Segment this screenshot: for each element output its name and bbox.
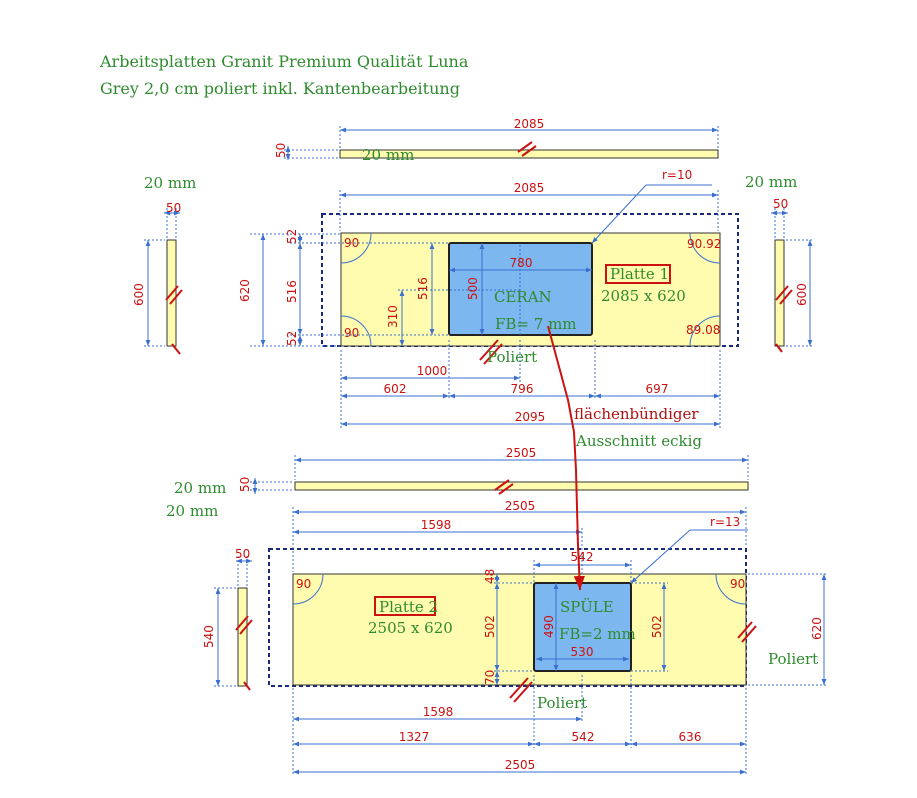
p1-left: 602 (384, 382, 407, 396)
p2-to-center-b: 1598 (423, 705, 454, 719)
p1-corner-bl: 90 (344, 326, 359, 340)
p1-side-right-w: 50 (773, 197, 788, 211)
p1-side-left-h: 600 (132, 283, 146, 306)
p1-total: 2095 (515, 410, 546, 424)
plate2-frame (268, 548, 747, 687)
p1-right: 697 (646, 382, 669, 396)
p2-total: 2505 (505, 758, 536, 772)
note-line-2: Ausschnitt eckig (575, 432, 702, 450)
p2-side-w: 50 (235, 547, 250, 561)
p2-depth: 620 (810, 617, 824, 640)
p1-cut-w: 780 (510, 256, 533, 270)
p2-cutout-name: SPÜLE (560, 598, 614, 616)
p2-cut-h-right: 502 (650, 615, 664, 638)
p2-side-h: 540 (202, 625, 216, 648)
title-line-2: Grey 2,0 cm poliert inkl. Kantenbearbeit… (100, 79, 460, 98)
p1-inner: 516 (285, 280, 299, 303)
p2-thickness-label: 20 mm (174, 479, 226, 497)
p2-cut-span: 542 (572, 730, 595, 744)
p2-cut-inner: 490 (542, 615, 556, 638)
p1-dim-width: 2085 (514, 181, 545, 195)
plate2-slab (292, 573, 747, 686)
p1-bottom-gap: 52 (285, 331, 299, 346)
plate1-side-right (774, 239, 785, 347)
p2-dim-width: 2505 (505, 499, 536, 513)
connector-arrow (547, 325, 585, 591)
plate2-edge-strip (294, 481, 749, 491)
p1-top-gap: 52 (285, 229, 299, 244)
plate1-label-box (605, 264, 671, 284)
p1-polish: Poliert (487, 348, 537, 366)
p1-cut-h: 500 (466, 277, 480, 300)
p2-polish-right: Poliert (768, 650, 818, 668)
plate2-side (237, 587, 248, 687)
p1-cut-span: 796 (511, 382, 534, 396)
p2-size: 2505 x 620 (368, 619, 453, 637)
p1-cut-depth: 516 (416, 277, 430, 300)
p1-cutout-fb: FB= 7 mm (495, 315, 577, 333)
p2-cut-h: 502 (483, 615, 497, 638)
title-line-1: Arbeitsplatten Granit Premium Qualität L… (100, 52, 469, 71)
note-line-1: flächenbündiger (574, 405, 699, 423)
p1-side-left-w: 50 (166, 201, 181, 215)
p2-right: 636 (679, 730, 702, 744)
p1-radius: r=10 (662, 168, 692, 182)
p2-name: Platte 2 (379, 598, 438, 616)
p1-dim-edge-height: 50 (274, 143, 288, 158)
p1-cutout-name: CERAN (494, 288, 552, 306)
p2-to-center: 1598 (421, 518, 452, 532)
p1-thickness-label: 20 mm (362, 146, 414, 164)
p2-top-gap: 48 (483, 569, 497, 584)
p1-depth: 620 (238, 279, 252, 302)
p2-dim-top-width: 2505 (506, 446, 537, 460)
p1-to-center: 1000 (417, 364, 448, 378)
p2-bottom-gap: 70 (483, 670, 497, 685)
break-marks (165, 141, 793, 703)
p1-side-right-thickness: 20 mm (745, 173, 797, 191)
p2-corner-r: 90 (730, 577, 745, 591)
p2-thickness-label-2: 20 mm (166, 502, 218, 520)
p2-dim-edge-height: 50 (238, 477, 252, 492)
p1-side-left-thickness: 20 mm (144, 174, 196, 192)
p1-dim-top-width: 2085 (514, 117, 545, 131)
p1-name: Platte 1 (610, 265, 669, 283)
p1-size: 2085 x 620 (601, 287, 686, 305)
p2-cutout-fb: FB=2 mm (559, 625, 636, 643)
p2-left: 1327 (399, 730, 430, 744)
p1-offset: 310 (386, 305, 400, 328)
p2-cut-inner-w: 530 (571, 645, 594, 659)
p2-polish-bottom: Poliert (537, 694, 587, 712)
p1-corner-tr: 90.92 (687, 237, 721, 251)
p2-corner-l: 90 (296, 577, 311, 591)
plate2-label-box (374, 596, 436, 616)
p2-radius: r=13 (710, 515, 740, 529)
p2-cut-w-top: 542 (571, 550, 594, 564)
p1-corner-br: 89.08 (686, 323, 720, 337)
p1-side-right-h: 600 (795, 283, 809, 306)
p1-corner-tl: 90 (344, 236, 359, 250)
